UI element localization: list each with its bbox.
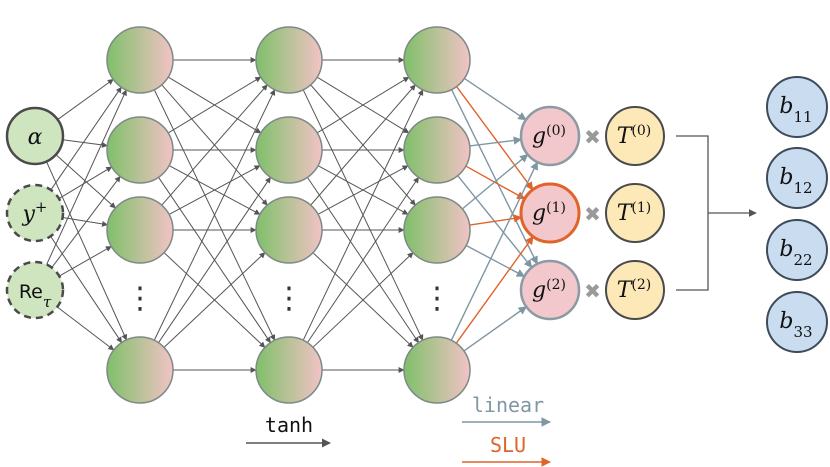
edge-hidden1-1-hidden2-0 (167, 76, 262, 134)
hidden-node-l1-0 (106, 26, 174, 94)
edge-input-2-hidden1-3 (56, 306, 115, 351)
input-label-0: α (28, 125, 43, 150)
g-node-2 (519, 259, 581, 321)
activation-label-tanh: tanh (265, 413, 313, 437)
legend-label-linear: linear (472, 393, 544, 417)
output-node-33 (766, 291, 828, 353)
hidden-node-l3-2 (403, 196, 471, 264)
g-node-0 (519, 105, 581, 167)
g-label-1: g(1) (532, 200, 566, 226)
legend-label-SLU: SLU (490, 433, 526, 457)
g-node-1 (519, 182, 581, 244)
edge-hidden1-3-hidden2-0 (153, 89, 276, 341)
edge-hidden2-1-hidden3-0 (316, 76, 410, 134)
edge-input-1-hidden1-1 (58, 166, 113, 200)
g-label-0: g(0) (532, 123, 566, 149)
output-label-11: b11 (779, 94, 812, 126)
t-label-0: T(0) (617, 123, 652, 149)
edge-hidden3-3-g1 (455, 235, 534, 344)
edge-input-0-hidden1-1 (62, 139, 108, 148)
edge-hidden1-3-hidden2-1 (158, 176, 271, 343)
sum-bracket (676, 135, 709, 291)
edge-hidden3-3-g2 (463, 306, 528, 352)
edge-hidden3-2-g0 (461, 154, 529, 210)
node-labels: α y+ Reτ ⋮ ⋮ ⋮ g(0) ✖ g(1) ✖ g(2) ✖ T(0) T(1) T(2) b11 b… (19, 94, 813, 457)
input-node-1 (5, 183, 65, 243)
input-label-2: Reτ (19, 281, 52, 311)
g-label-2: g(2) (532, 277, 566, 303)
input-node-0 (5, 106, 65, 166)
network-nodes (5, 26, 828, 404)
input-node-2 (5, 260, 65, 320)
edge-hidden1-2-hidden2-1 (168, 165, 261, 215)
hidden-node-l1-2 (106, 196, 174, 264)
multiply-icon-0: ✖ (584, 125, 601, 149)
hidden-node-l3-3 (403, 336, 471, 404)
hidden-node-l3-0 (403, 26, 471, 94)
edge-hidden3-0-g1 (456, 86, 534, 191)
output-label-12: b12 (779, 165, 812, 197)
edge-hidden3-1-g1 (465, 165, 526, 200)
edge-hidden3-0-g2 (450, 89, 538, 265)
output-label-33: b33 (779, 309, 812, 341)
edge-input-2-hidden1-1 (51, 175, 121, 268)
hidden-ellipsis-l2: ⋮ (274, 281, 304, 316)
edge-hidden1-2-hidden2-0 (161, 84, 268, 206)
t-label-2: T(2) (617, 277, 652, 303)
hidden-node-l2-3 (255, 336, 323, 404)
hidden-node-l2-1 (255, 116, 323, 184)
edge-input-0-hidden1-0 (57, 78, 114, 120)
edge-hidden2-3-hidden3-1 (307, 176, 419, 343)
t-label-1: T(1) (617, 200, 652, 226)
edge-hidden3-0-g0 (463, 77, 527, 121)
edge-hidden3-2-g2 (465, 244, 526, 278)
output-label-22: b22 (779, 237, 812, 269)
multiply-icon-2: ✖ (584, 279, 601, 303)
output-node-12 (766, 147, 828, 209)
edge-hidden2-3-hidden3-0 (302, 89, 424, 341)
edge-input-1-hidden1-2 (62, 216, 109, 227)
hidden-node-l1-3 (106, 336, 174, 404)
edge-input-2-hidden1-2 (59, 245, 112, 277)
edge-input-0-hidden1-3 (46, 161, 128, 341)
t-node-0 (605, 106, 665, 166)
edge-hidden3-1-g0 (469, 136, 523, 147)
hidden-ellipsis-l1: ⋮ (125, 281, 155, 316)
output-node-11 (766, 76, 828, 138)
edge-input-0-hidden1-2 (55, 154, 116, 209)
edge-input-1-hidden1-0 (50, 86, 122, 191)
hidden-node-l1-1 (106, 116, 174, 184)
edge-hidden2-2-hidden3-1 (317, 165, 409, 215)
connection-edges (46, 57, 757, 467)
input-label-1: y+ (21, 198, 47, 227)
edge-input-2-hidden1-0 (46, 89, 127, 265)
multiply-icon-1: ✖ (584, 202, 601, 226)
edge-hidden1-3-hidden2-2 (163, 252, 266, 348)
hidden-node-l2-0 (255, 26, 323, 94)
edge-hidden3-3-g0 (450, 161, 539, 341)
output-node-22 (766, 219, 828, 281)
edge-hidden3-2-g1 (469, 214, 523, 226)
hidden-node-l2-2 (255, 196, 323, 264)
hidden-node-l3-1 (403, 116, 471, 184)
t-node-1 (605, 183, 665, 243)
edge-hidden2-3-hidden3-2 (312, 252, 414, 348)
t-node-2 (605, 260, 665, 320)
edge-hidden2-2-hidden3-0 (310, 84, 416, 206)
hidden-ellipsis-l3: ⋮ (422, 281, 452, 316)
